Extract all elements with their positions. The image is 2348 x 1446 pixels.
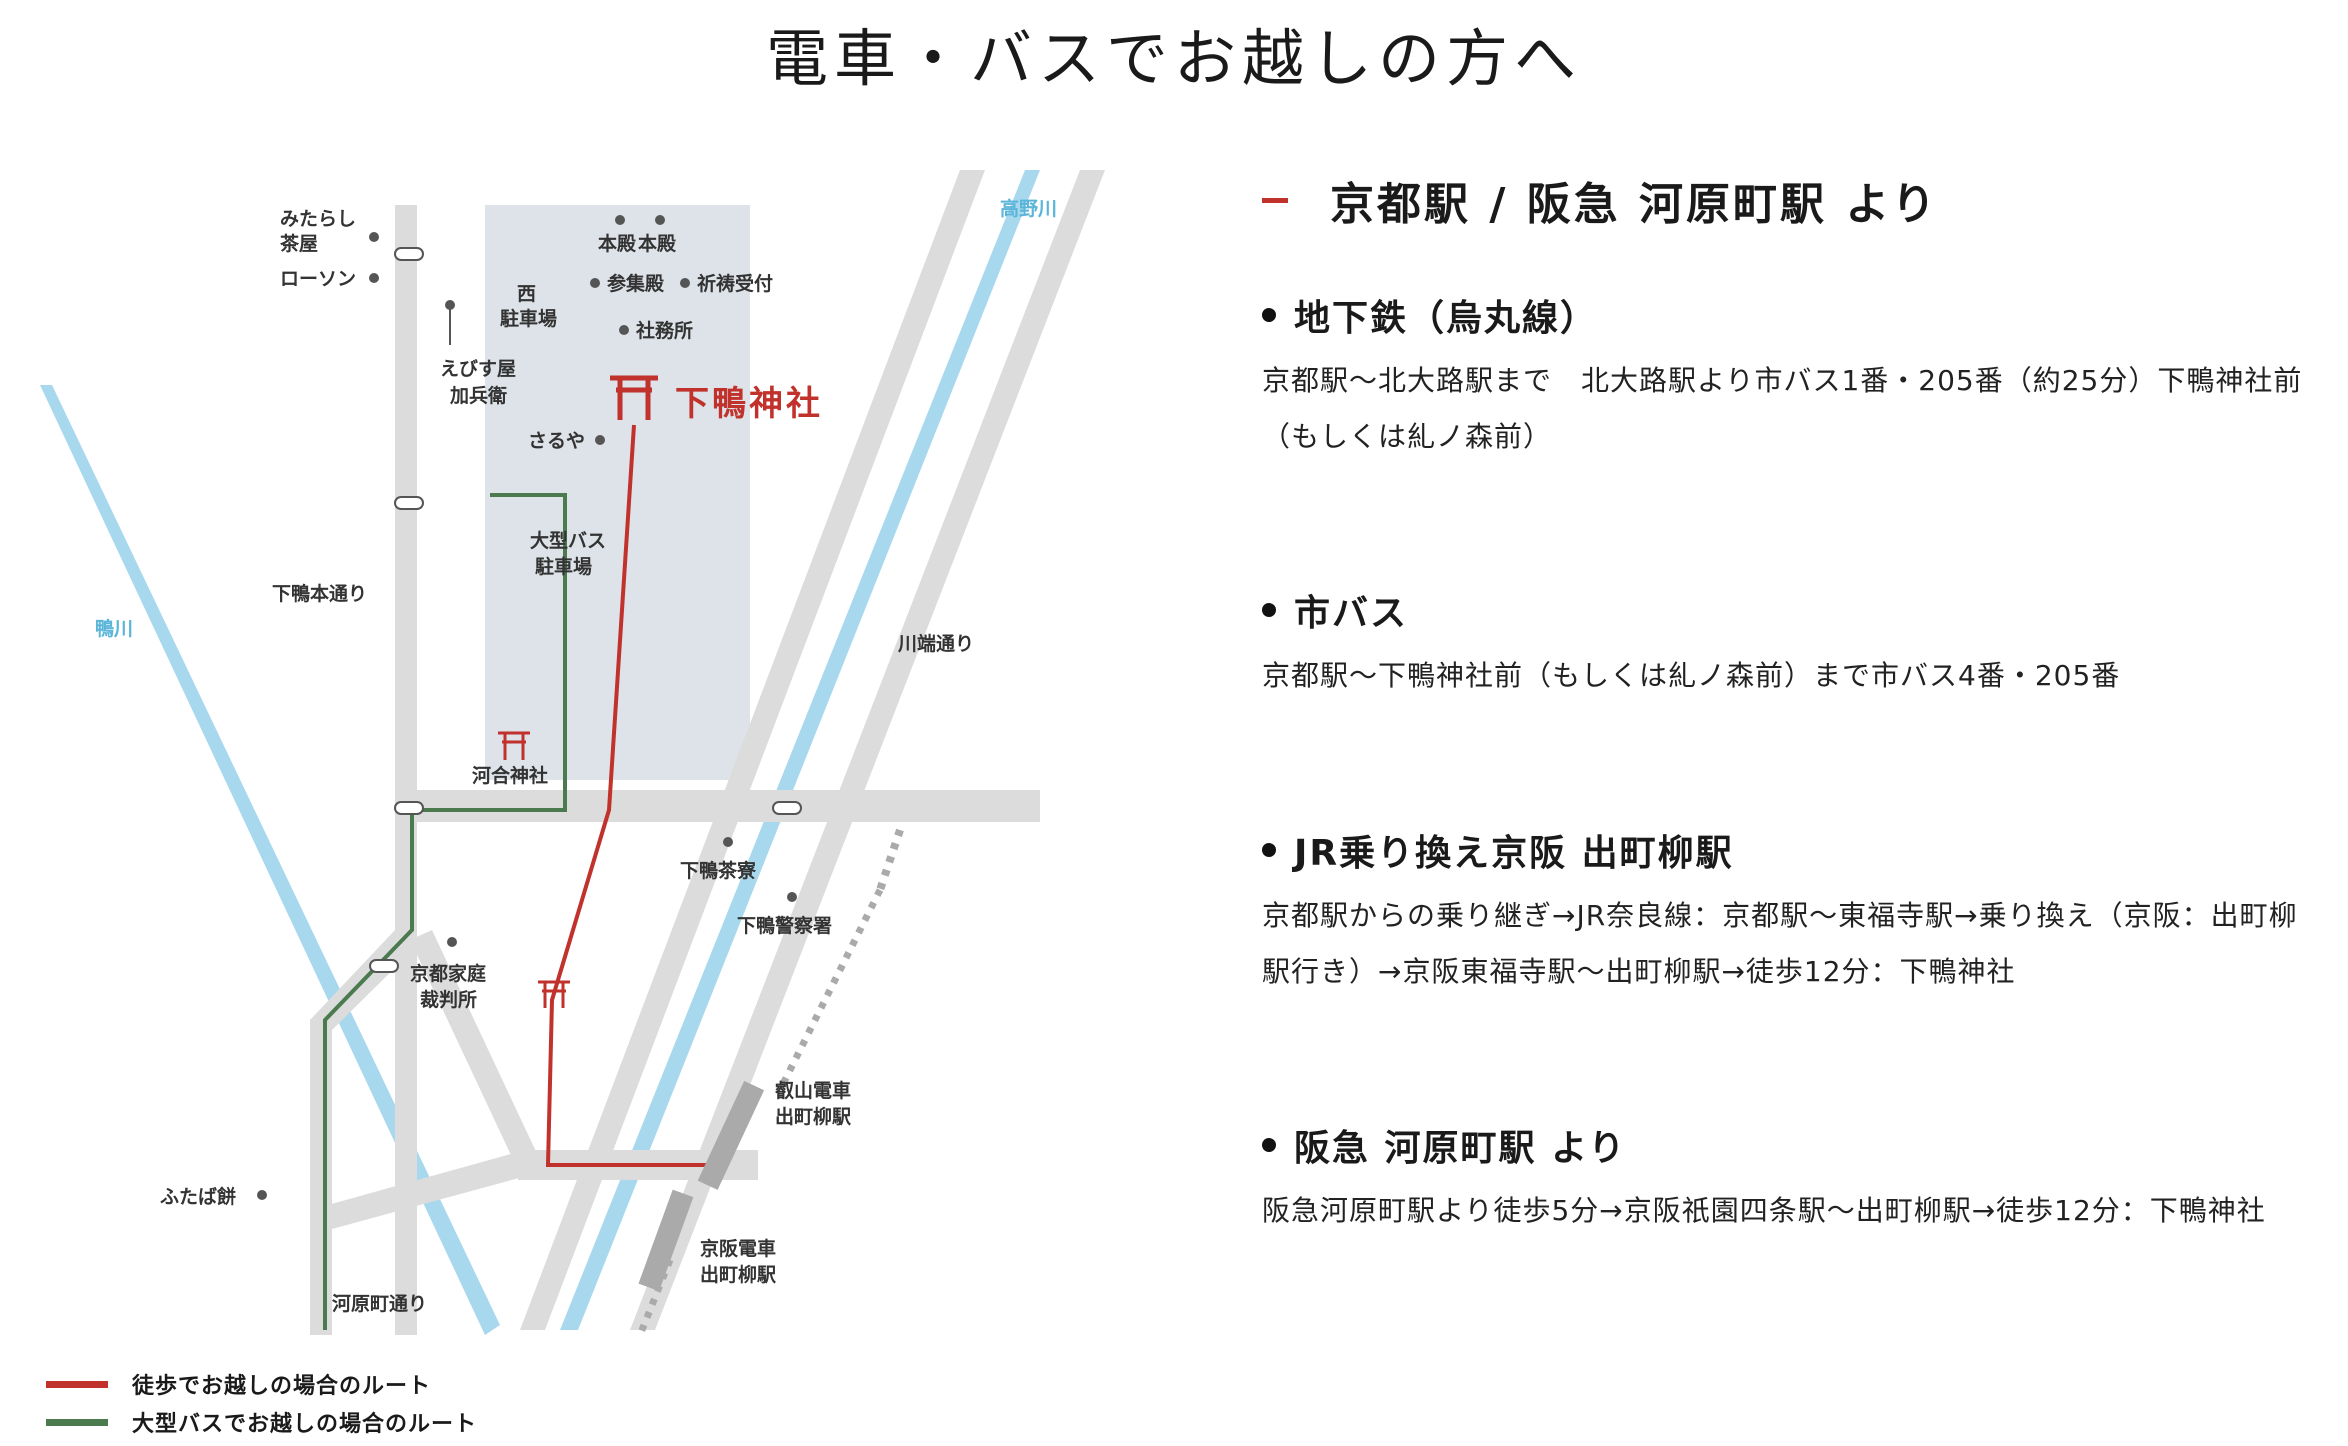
route-jr-keihan-title: JR乗り換え京阪 出町柳駅 [1262, 820, 2322, 880]
route-hankyu-desc: 阪急河原町駅より徒歩5分→京阪祇園四条駅〜出町柳駅→徒歩12分：下鴨神社 [1262, 1194, 2266, 1227]
bus-stop-icon [394, 801, 424, 815]
label-saruya: さるや [528, 430, 585, 452]
label-west-parking-2: 駐車場 [500, 307, 557, 330]
torii-icon-kawai [498, 731, 530, 760]
poi-dot [615, 215, 625, 225]
label-saryo: 下鴨茶寮 [680, 859, 757, 882]
label-shimogamo-hondori: 下鴨本通り [272, 582, 367, 605]
kawabata-road [520, 170, 985, 1330]
map-svg: みたらし 茶屋 ローソン 西 駐車場 本殿 本殿 参集殿 祈祷受付 社務所 えび… [40, 170, 1105, 1337]
label-kawaramachi: 河原町通り [332, 1293, 427, 1315]
bus-stop-icon [772, 801, 802, 815]
label-lawson: ローソン [280, 268, 356, 290]
bus-stop-icon [394, 496, 424, 510]
label-west-parking-1: 西 [517, 283, 536, 305]
label-honden-1: 本殿 [598, 232, 637, 255]
page-title: 電車・バスでお越しの方へ [765, 22, 1582, 95]
route-subway-title-text: 地下鉄（烏丸線） [1294, 298, 1599, 339]
kamogawa-river [40, 385, 500, 1335]
route-citybus-desc: 京都駅〜下鴨神社前（もしくは糺ノ森前）まで市バス4番・205番 [1262, 659, 2121, 692]
south-west-road [310, 1150, 530, 1235]
section-heading: 京都駅 / 阪急 河原町駅 より [1262, 165, 2322, 235]
railway-dashed [776, 888, 884, 1092]
poi-dot [257, 1190, 267, 1200]
bus-stop-icon [369, 959, 399, 973]
east-diagonal-road [630, 170, 1105, 1330]
poi-dot [787, 892, 797, 902]
poi-dot [619, 325, 629, 335]
bus-stop-icon [394, 247, 424, 261]
label-court-1: 京都家庭 [410, 962, 486, 985]
legend-walk-label: 徒歩でお越しの場合のルート [132, 1374, 432, 1399]
label-takano: 高野川 [1000, 197, 1057, 220]
walk-route [545, 424, 723, 1167]
route-citybus-title-text: 市バス [1294, 593, 1409, 634]
route-jr-keihan: JR乗り換え京阪 出町柳駅 京都駅からの乗り継ぎ→JR奈良線：京都駅〜東福寺駅→… [1262, 820, 2322, 1000]
legend-walk: 徒歩でお越しの場合のルート [46, 1365, 477, 1403]
legend-walk-swatch [46, 1380, 108, 1388]
section-heading-text: 京都駅 / 阪急 河原町駅 より [1330, 179, 1939, 230]
legend-bus: 大型バスでお越しの場合のルート [46, 1403, 477, 1441]
heading-dash-icon [1262, 197, 1288, 203]
bullet-icon [1262, 308, 1276, 322]
label-kamogawa: 鴨川 [95, 617, 133, 640]
label-kawai: 河合神社 [472, 764, 548, 787]
railway-eizan [876, 828, 904, 892]
torii-icon-shimogamo [610, 375, 658, 420]
route-citybus-title: 市バス [1262, 580, 2322, 640]
label-bus-parking-2: 駐車場 [535, 555, 592, 578]
bullet-icon [1262, 603, 1276, 617]
route-subway: 地下鉄（烏丸線） 京都駅〜北大路駅まで 北大路駅より市バス1番・205番（約25… [1262, 285, 2322, 465]
access-info: 京都駅 / 阪急 河原町駅 より 地下鉄（烏丸線） 京都駅〜北大路駅まで 北大路… [1262, 165, 2322, 1227]
label-kawabata: 川端通り [897, 632, 974, 655]
poi-dot [369, 232, 379, 242]
label-honden-2: 本殿 [638, 232, 677, 255]
route-citybus: 市バス 京都駅〜下鴨神社前（もしくは糺ノ森前）まで市バス4番・205番 [1262, 580, 2322, 704]
label-shamusho: 社務所 [635, 319, 693, 342]
map-legend: 徒歩でお越しの場合のルート 大型バスでお越しの場合のルート [46, 1365, 477, 1441]
eizan-station-platform [697, 1080, 765, 1190]
poi-dot [369, 273, 379, 283]
label-ebisuya-2: 加兵衛 [449, 384, 507, 407]
keihan-station-platform [638, 1189, 694, 1292]
route-subway-title: 地下鉄（烏丸線） [1262, 285, 2322, 345]
shimogamo-hondori-road [395, 205, 417, 1335]
route-hankyu: 阪急 河原町駅 より 阪急河原町駅より徒歩5分→京阪祇園四条駅〜出町柳駅→徒歩1… [1262, 1115, 2322, 1239]
label-kitou: 祈祷受付 [697, 272, 773, 295]
label-eizan-2: 出町柳駅 [775, 1105, 852, 1128]
poi-dot [723, 837, 733, 847]
label-court-2: 裁判所 [420, 988, 477, 1011]
takano-river [560, 170, 1040, 1330]
access-map: みたらし 茶屋 ローソン 西 駐車場 本殿 本殿 参集殿 祈祷受付 社務所 えび… [40, 170, 1120, 1350]
shrine-area-east [620, 205, 750, 710]
label-sanshuden: 参集殿 [607, 272, 665, 295]
route-jr-keihan-title-text: JR乗り換え京阪 出町柳駅 [1294, 833, 1734, 874]
torii-icon-south [538, 980, 570, 1008]
bullet-icon [1262, 1138, 1276, 1152]
label-bus-parking-1: 大型バス [530, 529, 606, 552]
legend-bus-swatch [46, 1418, 108, 1426]
label-mitarashi-2: 茶屋 [280, 232, 318, 255]
label-futaba: ふたば餅 [160, 1185, 236, 1208]
label-shimogamo: 下鴨神社 [675, 384, 823, 424]
label-mitarashi-1: みたらし [280, 208, 356, 230]
label-police: 下鴨警察署 [737, 914, 832, 937]
poi-dot [590, 278, 600, 288]
legend-bus-label: 大型バスでお越しの場合のルート [132, 1412, 478, 1437]
route-jr-keihan-desc: 京都駅からの乗り継ぎ→JR奈良線：京都駅〜東福寺駅→乗り換え（京阪：出町柳駅行き… [1262, 899, 2298, 988]
bullet-icon [1262, 843, 1276, 857]
poi-dot [680, 278, 690, 288]
label-keihan-1: 京阪電車 [700, 1237, 776, 1260]
route-hankyu-title: 阪急 河原町駅 より [1262, 1115, 2322, 1175]
label-keihan-2: 出町柳駅 [700, 1263, 777, 1286]
poi-dot [655, 215, 665, 225]
label-eizan-1: 叡山電車 [774, 1079, 851, 1102]
route-subway-desc: 京都駅〜北大路駅まで 北大路駅より市バス1番・205番（約25分）下鴨神社前（も… [1262, 364, 2303, 453]
route-hankyu-title-text: 阪急 河原町駅 より [1294, 1128, 1627, 1169]
court-road [410, 930, 540, 1170]
kawaramachi-road [310, 1020, 332, 1335]
poi-dot [595, 435, 605, 445]
label-ebisuya-1: えびす屋 [440, 358, 516, 380]
poi-dot [447, 937, 457, 947]
